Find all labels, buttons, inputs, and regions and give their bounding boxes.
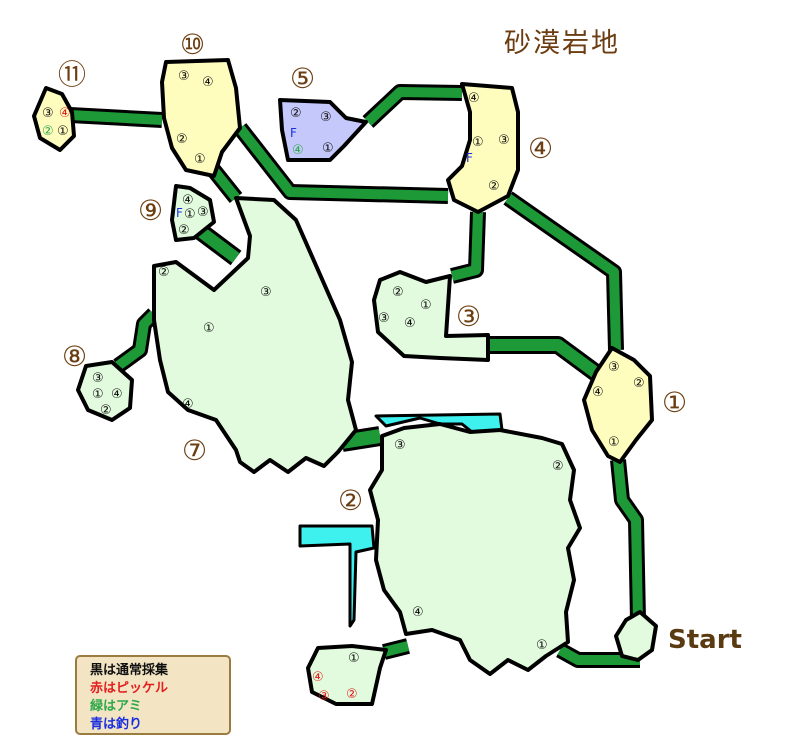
z7-point[interactable]: ①	[203, 321, 215, 336]
z4-point[interactable]: ④	[468, 91, 480, 106]
z8-point[interactable]: ③	[92, 371, 104, 386]
zone-5-area[interactable]	[278, 98, 368, 162]
zone-9-label: ⑨	[138, 194, 163, 227]
z3-point[interactable]: ④	[404, 316, 416, 331]
zone-4-label: ④	[528, 132, 553, 165]
z9-point[interactable]: ②	[178, 223, 190, 238]
zone-3-label: ③	[456, 300, 481, 333]
z9-fishing-mark[interactable]: F	[176, 206, 183, 220]
zone-1-area[interactable]	[582, 346, 654, 464]
z7-point[interactable]: ④	[182, 397, 194, 412]
z9-point[interactable]: ④	[182, 193, 194, 208]
zone-7-label: ⑦	[182, 434, 207, 467]
legend-line-gather: 黒は通常採集	[90, 662, 169, 678]
z2-sub-point[interactable]: ④	[312, 670, 324, 685]
legend-line-pickaxe: 赤はピッケル	[90, 680, 168, 696]
legend-box	[75, 655, 231, 735]
zone-8-label: ⑧	[62, 340, 87, 373]
z11-point[interactable]: ④	[59, 106, 71, 121]
z7-point[interactable]: ②	[158, 265, 170, 280]
z3-point[interactable]: ②	[392, 285, 404, 300]
z8-point[interactable]: ①	[92, 387, 104, 402]
z5-point[interactable]: ①	[322, 141, 334, 156]
z3-point[interactable]: ①	[420, 298, 432, 313]
start-label: Start	[668, 625, 742, 655]
z10-point[interactable]: ①	[194, 152, 206, 167]
z9-point[interactable]: ③	[197, 205, 209, 220]
z3-point[interactable]: ③	[378, 311, 390, 326]
gathering-points: ③ ④ ② ① ③ ④ ② ① ② ③ F ④ ① ④ ① ③ F ② ④ F …	[42, 69, 645, 704]
z11-point[interactable]: ②	[42, 124, 54, 139]
z1-point[interactable]: ③	[608, 360, 620, 375]
zones	[32, 58, 658, 706]
z10-point[interactable]: ②	[176, 132, 188, 147]
z4-fishing-mark[interactable]: F	[466, 151, 473, 165]
connector-paths	[69, 84, 646, 668]
z10-point[interactable]: ④	[202, 75, 214, 90]
zone-2-area[interactable]	[368, 422, 582, 676]
zone-11-area[interactable]	[32, 86, 76, 152]
zone-3-area[interactable]	[372, 270, 490, 362]
z2-point[interactable]: ①	[536, 638, 548, 653]
zone-10-area[interactable]	[160, 58, 242, 178]
zone-9-area[interactable]	[170, 184, 216, 242]
zone-2-sub-area[interactable]	[306, 644, 388, 706]
zone-8-area[interactable]	[76, 360, 134, 422]
z4-point[interactable]: ③	[498, 133, 510, 148]
z2-sub-point[interactable]: ②	[346, 687, 358, 702]
z9-point[interactable]: ①	[184, 207, 196, 222]
z1-point[interactable]: ②	[633, 376, 645, 391]
z4-point[interactable]: ②	[488, 179, 500, 194]
z2-point[interactable]: ③	[394, 438, 406, 453]
z11-point[interactable]: ③	[42, 106, 54, 121]
zone-10-label: ⑩	[180, 28, 205, 61]
z2-sub-point[interactable]: ③	[318, 689, 330, 704]
z8-point[interactable]: ④	[111, 387, 123, 402]
z5-point[interactable]: ④	[292, 143, 304, 158]
zone-11-label: ⑪	[58, 58, 86, 91]
path-4-1	[503, 191, 624, 351]
z4-point[interactable]: ①	[472, 135, 484, 150]
z1-point[interactable]: ④	[592, 385, 604, 400]
z2-point[interactable]: ②	[552, 459, 564, 474]
z10-point[interactable]: ③	[178, 69, 190, 84]
z5-fishing-mark[interactable]: F	[290, 126, 297, 140]
z5-point[interactable]: ③	[320, 110, 332, 125]
z5-point[interactable]: ②	[290, 106, 302, 121]
zone-4-area[interactable]	[446, 82, 520, 214]
z1-point[interactable]: ①	[608, 435, 620, 450]
z8-point[interactable]: ②	[100, 403, 112, 418]
z2-point[interactable]: ④	[412, 605, 424, 620]
legend-line-fishing: 青は釣り	[90, 716, 142, 732]
legend-line-net: 緑はアミ	[90, 698, 142, 714]
map-title: 砂漠岩地	[504, 28, 620, 59]
zone-1-label: ①	[662, 386, 687, 419]
zone-labels: ① ② ③ ④ ⑤ ⑦ ⑧ ⑨ ⑩ ⑪	[58, 28, 687, 517]
zone-5-label: ⑤	[290, 62, 315, 95]
water-left	[298, 524, 376, 628]
start-area[interactable]	[614, 610, 658, 662]
z7-point[interactable]: ③	[260, 285, 272, 300]
zone-7-area[interactable]	[152, 196, 358, 474]
z2-sub-point[interactable]: ①	[348, 651, 360, 666]
zone-2-label: ②	[338, 484, 363, 517]
z11-point[interactable]: ①	[57, 124, 69, 139]
legend: 黒は通常採集 赤はピッケル 緑はアミ 青は釣り	[75, 655, 231, 735]
